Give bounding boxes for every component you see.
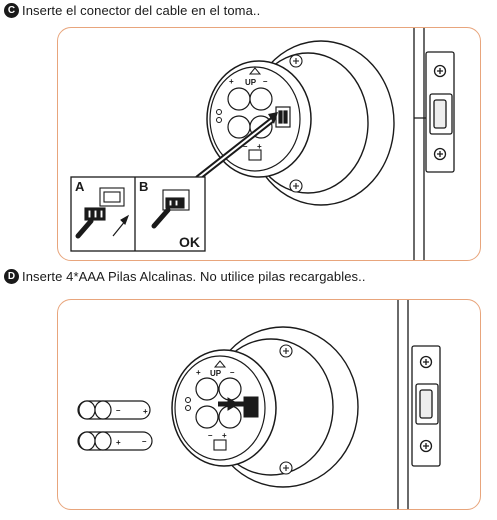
minus-mark-bottom: – bbox=[243, 142, 248, 151]
up-mark: UP bbox=[245, 78, 257, 87]
bottom-latch bbox=[213, 439, 227, 451]
step-d-badge: D bbox=[4, 269, 19, 284]
reset-hole bbox=[185, 397, 191, 411]
step-d-illustration: UP + – – + – + + – bbox=[77, 300, 441, 509]
rosette-screws bbox=[289, 54, 303, 193]
unit-markings: UP + – – + bbox=[229, 67, 268, 151]
battery-1-plus: + bbox=[143, 407, 148, 416]
plus-mark-top: + bbox=[229, 77, 234, 86]
strike-plate bbox=[411, 345, 441, 467]
plus-mark-bottom: + bbox=[222, 431, 227, 440]
step-c-illustration: UP + – – + bbox=[70, 28, 455, 260]
unit-markings: UP + – – + bbox=[196, 360, 235, 440]
step-d-heading: D Inserte 4*AAA Pilas Alcalinas. No util… bbox=[4, 269, 366, 284]
up-mark: UP bbox=[210, 369, 222, 378]
step-d-text: Inserte 4*AAA Pilas Alcalinas. No utilic… bbox=[22, 269, 366, 284]
aaa-batteries bbox=[77, 400, 153, 451]
inset-b-drawing bbox=[151, 189, 190, 229]
minus-mark-bottom: – bbox=[208, 431, 213, 440]
battery-1-minus: – bbox=[116, 406, 121, 415]
strike-plate bbox=[425, 51, 455, 173]
battery-polarity: – + + – bbox=[116, 406, 148, 447]
inset-a-label: A bbox=[75, 179, 85, 194]
connector-socket bbox=[275, 106, 291, 128]
minus-mark-top: – bbox=[263, 77, 268, 86]
battery-2-plus: + bbox=[116, 438, 121, 447]
plus-mark-top: + bbox=[196, 368, 201, 377]
ok-label: OK bbox=[179, 234, 200, 250]
connector-plugged bbox=[218, 396, 259, 418]
plus-mark-bottom: + bbox=[257, 142, 262, 151]
battery-2-minus: – bbox=[142, 437, 147, 446]
inset-a-drawing bbox=[75, 187, 130, 239]
minus-mark-top: – bbox=[230, 368, 235, 377]
reset-hole bbox=[216, 109, 222, 123]
cable-plug bbox=[195, 112, 278, 181]
step-c-illustration-panel: UP + – – + bbox=[57, 27, 481, 261]
battery-slots bbox=[195, 377, 242, 429]
step-d-illustration-panel: UP + – – + – + + – bbox=[57, 299, 481, 510]
step-c-text: Inserte el conector del cable en el toma… bbox=[22, 3, 261, 18]
door-edge bbox=[397, 300, 409, 509]
bottom-latch bbox=[248, 149, 262, 161]
step-c-heading: C Inserte el conector del cable en el to… bbox=[4, 3, 260, 18]
step-c-badge: C bbox=[4, 3, 19, 18]
door-edge bbox=[413, 28, 425, 260]
inset-b-label: B bbox=[139, 179, 148, 194]
rosette-screws bbox=[279, 344, 293, 475]
